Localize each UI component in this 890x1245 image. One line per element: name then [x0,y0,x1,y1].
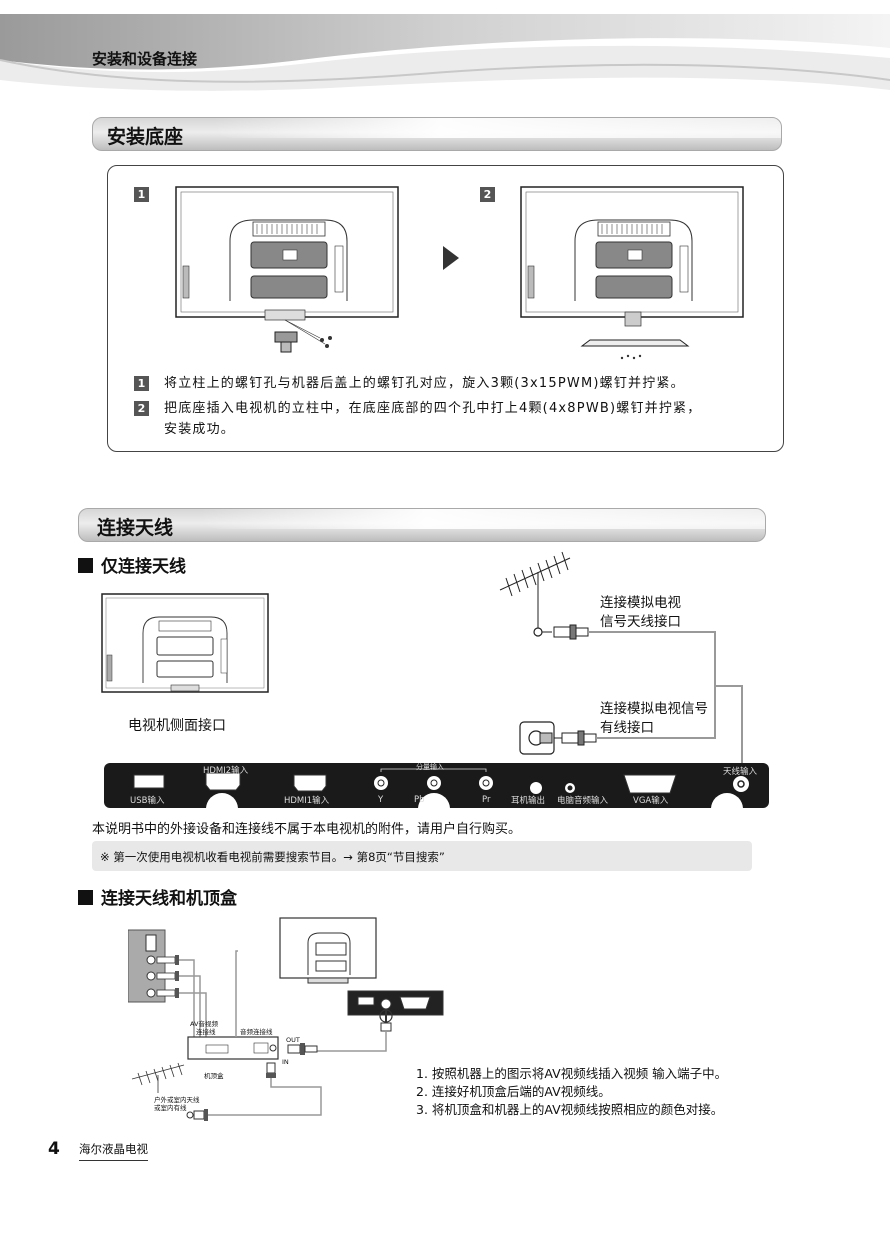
tv-back-figure-2 [520,186,744,360]
instruction-3: 3. 将机顶盒和机器上的AV视频线按照相应的颜色对接。 [416,1102,724,1117]
panel-label-hdmi2: HDMI2输入 [203,766,249,776]
disclaimer-text: 本说明书中的外接设备和连接线不属于本电视机的附件，请用户自行购买。 [92,822,522,837]
stb-label-outdoor-line2: 或室内有线 [154,1104,187,1112]
panel-label-y: Y [378,795,384,805]
section-bar-antenna: 连接天线 [78,508,766,542]
connector-panel: USB输入 HDMI2输入 HDMI1输入 分量输入 Y Pb Pr 耳机输出 … [104,763,769,808]
section-title-antenna: 连接天线 [97,517,174,539]
panel-label-component: 分量输入 [416,763,444,771]
stb-label-out: OUT [286,1036,300,1044]
bullet-square-icon [78,558,93,573]
stb-label-in: IN [282,1058,289,1066]
panel-label-antenna: 天线输入 [723,767,758,777]
footer-brand: 海尔液晶电视 [79,1141,148,1161]
panel-label-hdmi1: HDMI1输入 [284,796,330,806]
panel-label-usb: USB输入 [130,796,165,806]
panel-label-pc-audio: 电脑音频输入 [557,796,609,806]
section-bar-stand: 安装底座 [92,117,782,151]
stb-label-rf-cable: 音频连接线 [240,1028,273,1036]
panel-label-pr: Pr [482,795,491,805]
figure-step-2-badge: 2 [480,187,495,202]
page-number: 4 [48,1139,60,1159]
header-band [0,14,890,91]
search-note-box: ※ 第一次使用电视机收看电视前需要搜索节目。→ 第8页“节目搜索” [92,841,752,871]
panel-label-pb: Pb [414,795,425,805]
label-cable-line2: 有线接口 [600,720,654,736]
figure-step-1-badge: 1 [134,187,149,202]
instruction-2: 2. 连接好机顶盒后端的AV视频线。 [416,1084,611,1099]
stb-connection-diagram [128,917,444,1121]
step-1-badge: 1 [134,376,149,391]
panel-label-vga: VGA输入 [633,796,669,806]
panel-ports [133,768,749,808]
tv-side-figure [101,593,269,693]
stb-label-box: 机顶盒 [204,1072,224,1080]
stb-label-av-cable-line1: AV音视频 [190,1020,218,1028]
search-note-text: ※ 第一次使用电视机收看电视前需要搜索节目。→ 第8页“节目搜索” [100,850,445,864]
tv-side-label: 电视机侧面接口 [128,718,226,734]
antenna-connection-diagram [499,551,743,782]
panel-label-headphone: 耳机输出 [511,796,546,806]
label-analog-antenna-line2: 信号天线接口 [600,614,681,630]
step-2-badge: 2 [134,401,149,416]
subheading-antenna-stb: 连接天线和机顶盒 [78,884,237,909]
subheading-antenna-only: 仅连接天线 [78,552,186,577]
section-title-stand: 安装底座 [107,126,184,148]
instruction-1: 1. 按照机器上的图示将AV视频线插入视频 输入端子中。 [416,1066,728,1081]
label-cable-line1: 连接模拟电视信号 [600,701,708,717]
step-1-text: 将立柱上的螺钉孔与机器后盖上的螺钉孔对应，旋入3颗(3x15PWM)螺钉并拧紧。 [164,376,685,391]
tv-back-figure-1 [175,186,399,353]
header-title: 安装和设备连接 [92,50,198,68]
step-2-text-line2: 安装成功。 [164,422,236,437]
bullet-square-icon [78,890,93,905]
stb-label-av-cable-line2: 连接线 [196,1028,216,1036]
stb-label-outdoor-line1: 户外或室内天线 [154,1096,200,1104]
step-2-text-line1: 把底座插入电视机的立柱中，在底座底部的四个孔中打上4颗(4x8PWB)螺钉并拧紧… [164,401,702,416]
step-arrow-icon [443,246,459,270]
label-analog-antenna-line1: 连接模拟电视 [600,595,681,611]
stand-install-box [107,165,784,452]
